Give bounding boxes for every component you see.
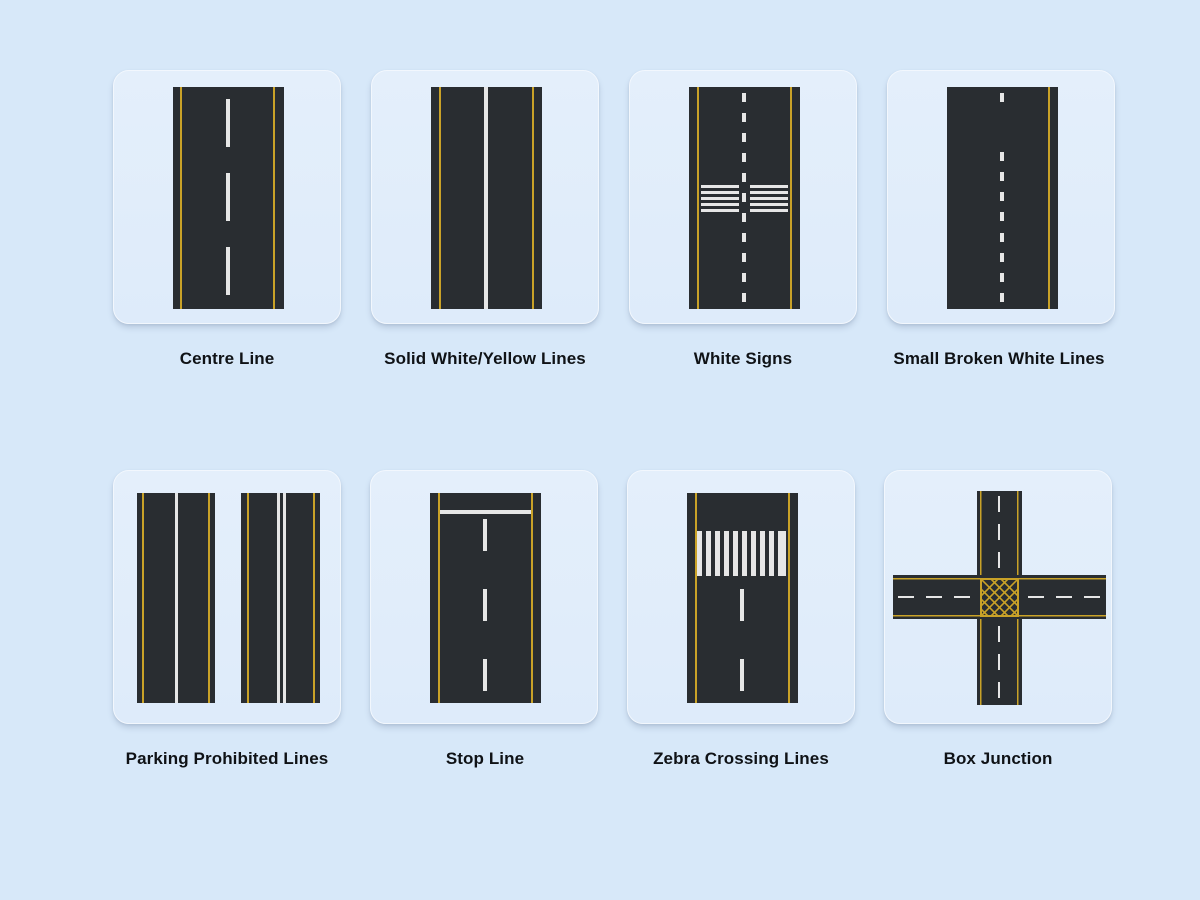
card-box-junction[interactable] (884, 470, 1112, 724)
card-zebra-crossing-lines[interactable] (627, 470, 855, 724)
label-white-signs: White Signs (693, 349, 793, 368)
card-stop-line[interactable] (370, 470, 598, 724)
label-box-junction: Box Junction (943, 749, 1053, 768)
label-solid-white-yellow-lines: Solid White/Yellow Lines (384, 349, 586, 368)
card-small-broken-white-lines[interactable] (887, 70, 1115, 324)
solid-lines-road-icon (431, 87, 542, 309)
stop-line-road-icon (430, 493, 541, 703)
zebra-crossing-road-icon (687, 493, 798, 703)
parking-prohibited-road-icon (137, 493, 320, 703)
card-parking-prohibited-lines[interactable] (113, 470, 341, 724)
centre-line-road-icon (173, 87, 284, 309)
label-stop-line: Stop Line (445, 749, 525, 768)
label-parking-prohibited-lines: Parking Prohibited Lines (125, 749, 329, 768)
white-signs-road-icon (689, 87, 800, 309)
card-solid-white-yellow-lines[interactable] (371, 70, 599, 324)
label-small-broken-white-lines: Small Broken White Lines (893, 349, 1105, 368)
label-zebra-crossing-lines: Zebra Crossing Lines (653, 749, 829, 768)
label-centre-line: Centre Line (179, 349, 275, 368)
card-centre-line[interactable] (113, 70, 341, 324)
small-broken-lines-road-icon (947, 87, 1058, 309)
card-white-signs[interactable] (629, 70, 857, 324)
box-junction-road-icon (893, 491, 1106, 705)
